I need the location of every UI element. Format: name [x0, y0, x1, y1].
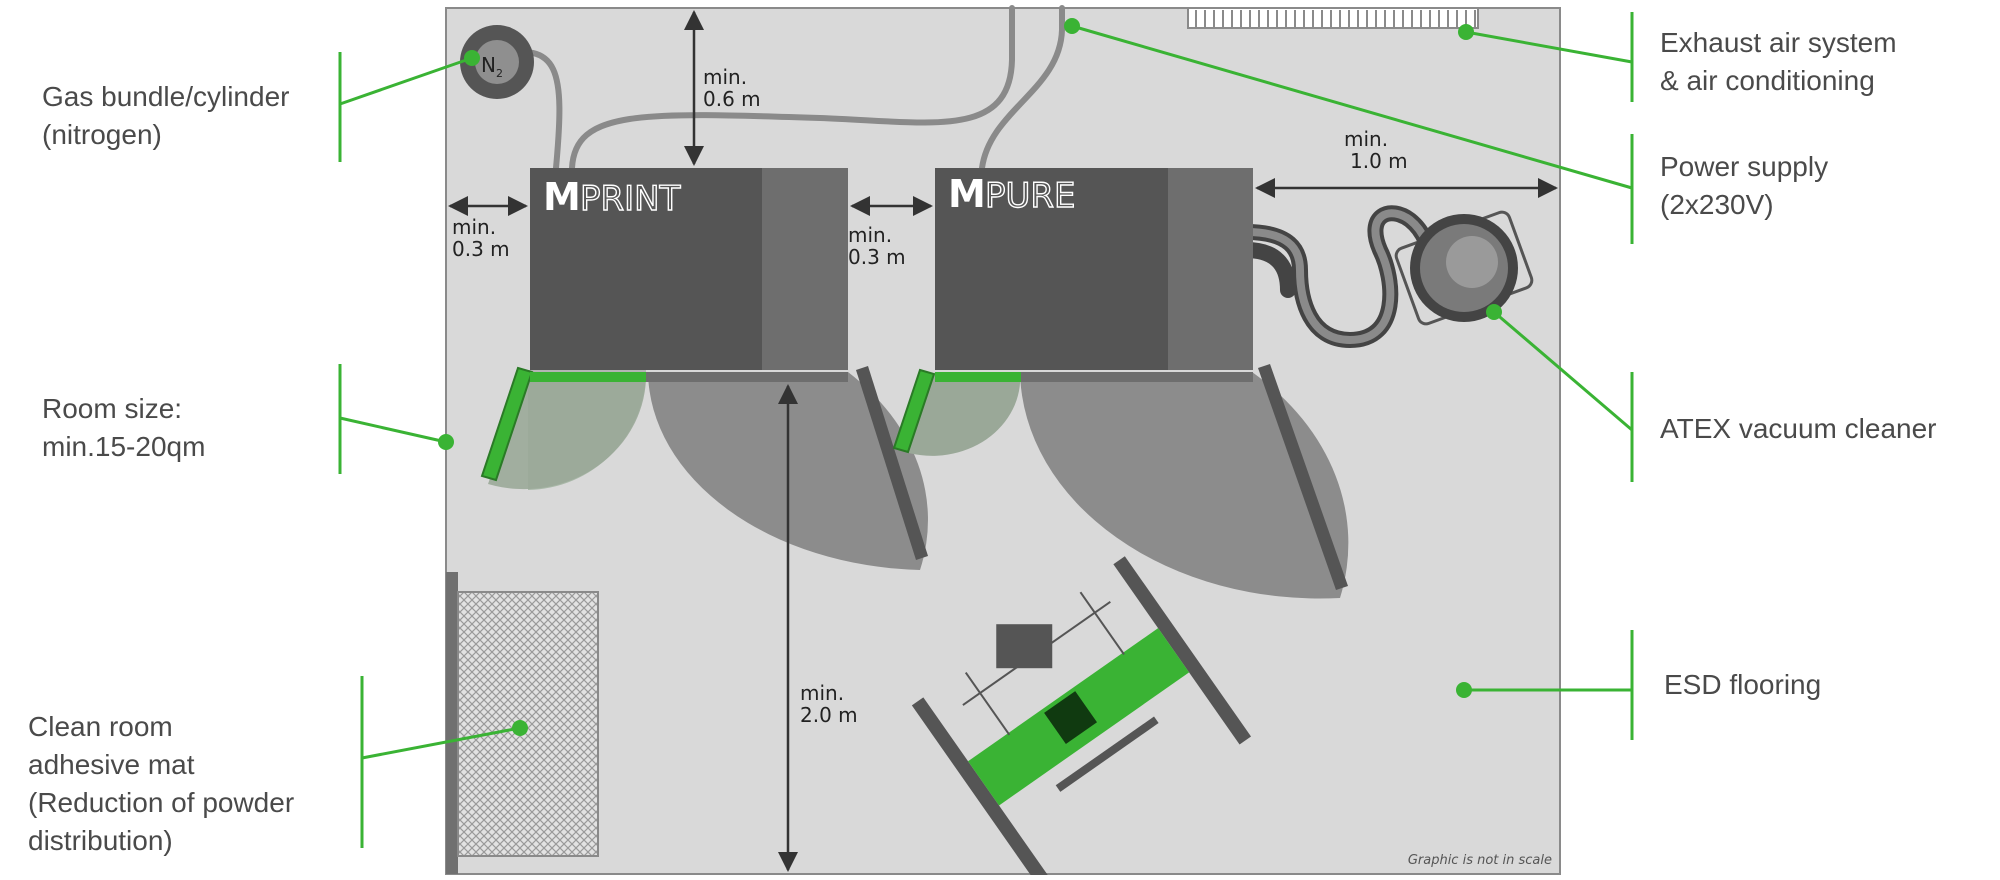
label-atex-vacuum: ATEX vacuum cleaner: [1660, 413, 1937, 444]
label-gas-bundle: Gas bundle/cylinder (nitrogen): [42, 81, 290, 150]
dim-front-label-1: min.: [800, 681, 844, 705]
nitrogen-cylinder: N 2: [460, 25, 534, 99]
label-clean-room-mat: Clean room adhesive mat (Reduction of po…: [28, 711, 295, 856]
room-floor: [445, 7, 1561, 875]
label-esd-flooring: ESD flooring: [1664, 669, 1822, 700]
transport-cart: [911, 556, 1252, 880]
mprint-machine: M PRINT: [530, 168, 848, 382]
label-power-supply: Power supply (2x230V): [1660, 151, 1829, 220]
mpure-logo-text: PURE: [985, 176, 1076, 216]
cylinder-label-sub: 2: [496, 67, 503, 80]
dim-left-label-1: min.: [452, 215, 496, 239]
cylinder-label: N: [481, 53, 496, 77]
dim-top-label-2: 0.6 m: [703, 87, 761, 111]
callouts: [338, 12, 1634, 848]
dimension-lines: [448, 10, 1558, 872]
dim-right-label-2: 1.0 m: [1350, 149, 1408, 173]
dim-middle-label-1: min.: [848, 223, 892, 247]
dim-top-label-1: min.: [703, 65, 747, 89]
label-room-size: Room size: min.15-20qm: [42, 393, 206, 462]
mprint-logo-text: PRINT: [580, 179, 681, 219]
mpure-machine: M PURE: [935, 168, 1253, 382]
dim-front-label-2: 2.0 m: [800, 703, 858, 727]
dim-left-label-2: 0.3 m: [452, 237, 510, 261]
vacuum-cleaner: [1394, 210, 1534, 326]
dim-middle-label-2: 0.3 m: [848, 245, 906, 269]
exhaust-grille: [1187, 7, 1479, 29]
label-exhaust-air: Exhaust air system & air conditioning: [1660, 27, 1897, 96]
mpure-logo-m: M: [948, 172, 986, 216]
door-leaves: [480, 364, 1348, 590]
mprint-logo-m: M: [543, 175, 581, 219]
dim-right-label-1: min.: [1344, 127, 1388, 151]
clean-room-mat: [446, 572, 599, 874]
scale-note: Graphic is not in scale: [1408, 853, 1552, 868]
